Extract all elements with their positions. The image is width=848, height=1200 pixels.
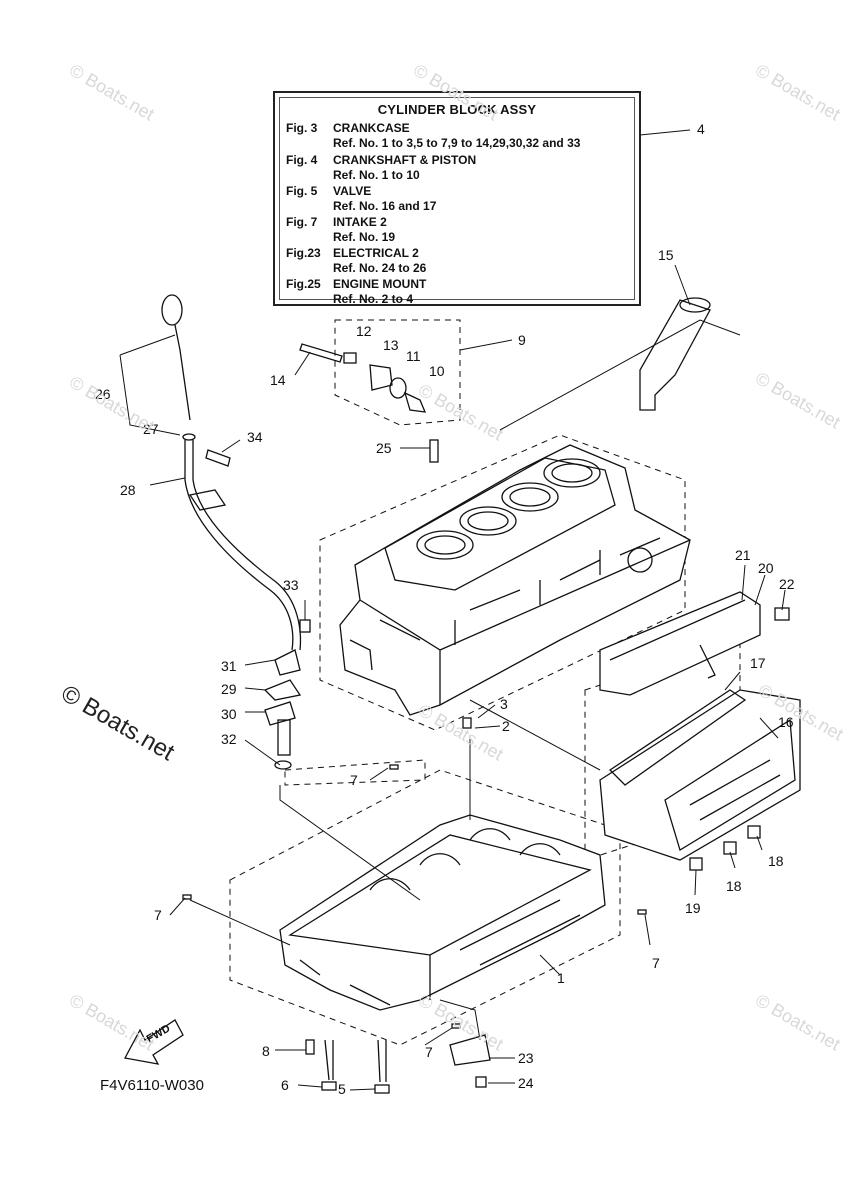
legend-title: CYLINDER BLOCK ASSY xyxy=(377,102,537,117)
callout-10[interactable]: 10 xyxy=(429,363,445,379)
callout-2[interactable]: 2 xyxy=(502,718,510,734)
legend-ref: Ref. No. 2 to 4 xyxy=(333,292,414,306)
legend-inner-border xyxy=(279,97,635,300)
callout-34[interactable]: 34 xyxy=(247,429,263,445)
dipstick-assembly xyxy=(161,294,302,651)
crankcase-lower xyxy=(279,814,606,1011)
callout-24[interactable]: 24 xyxy=(518,1075,534,1091)
callout-26[interactable]: 26 xyxy=(95,386,111,402)
callout-7[interactable]: 7 xyxy=(350,772,358,788)
legend-ref: Ref. No. 1 to 10 xyxy=(333,168,420,182)
callout-21[interactable]: 21 xyxy=(735,547,751,563)
callout-7[interactable]: 7 xyxy=(652,955,660,971)
callout-22[interactable]: 22 xyxy=(779,576,795,592)
legend-fig: Fig. 5 xyxy=(286,184,318,198)
fwd-arrow-icon xyxy=(124,1019,184,1065)
callout-18[interactable]: 18 xyxy=(726,878,742,894)
legend-ref: Ref. No. 24 to 26 xyxy=(333,261,427,275)
callout-29[interactable]: 29 xyxy=(221,681,237,697)
legend-entry-name: CRANKCASE xyxy=(333,121,410,135)
legend-fig: Fig. 3 xyxy=(286,121,318,135)
diagram-code: F4V6110-W030 xyxy=(100,1077,204,1094)
callout-12[interactable]: 12 xyxy=(356,323,372,339)
legend-ref: Ref. No. 1 to 3,5 to 7,9 to 14,29,30,32 … xyxy=(333,136,581,150)
callout-33[interactable]: 33 xyxy=(283,577,299,593)
callout-8[interactable]: 8 xyxy=(262,1043,270,1059)
callout-7[interactable]: 7 xyxy=(425,1044,433,1060)
legend-fig: Fig.23 xyxy=(286,246,321,260)
callout-9[interactable]: 9 xyxy=(518,332,526,348)
callout-30[interactable]: 30 xyxy=(221,706,237,722)
small-parts xyxy=(182,343,790,1094)
legend-entry-name: ENGINE MOUNT xyxy=(333,277,427,291)
callout-4[interactable]: 4 xyxy=(697,121,705,137)
callout-6[interactable]: 6 xyxy=(281,1077,289,1093)
callout-27[interactable]: 27 xyxy=(143,421,159,437)
hose xyxy=(639,297,711,411)
legend-entry-name: CRANKSHAFT & PISTON xyxy=(333,153,477,167)
callout-20[interactable]: 20 xyxy=(758,560,774,576)
legend-fig: Fig. 7 xyxy=(286,215,318,229)
callout-17[interactable]: 17 xyxy=(750,655,766,671)
callout-14[interactable]: 14 xyxy=(270,372,286,388)
callout-16[interactable]: 16 xyxy=(778,714,794,730)
callout-5[interactable]: 5 xyxy=(338,1081,346,1097)
leader-lines xyxy=(119,129,786,1091)
legend-entry-name: VALVE xyxy=(333,184,372,198)
callout-1[interactable]: 1 xyxy=(557,970,565,986)
legend-ref: Ref. No. 16 and 17 xyxy=(333,199,437,213)
legend-entry-name: ELECTRICAL 2 xyxy=(333,246,419,260)
side-cover xyxy=(599,689,801,861)
callout-32[interactable]: 32 xyxy=(221,731,237,747)
callout-25[interactable]: 25 xyxy=(376,440,392,456)
callout-13[interactable]: 13 xyxy=(383,337,399,353)
cylinder-block xyxy=(339,444,691,716)
legend-ref: Ref. No. 19 xyxy=(333,230,396,244)
callout-7[interactable]: 7 xyxy=(154,907,162,923)
callout-11[interactable]: 11 xyxy=(406,348,421,364)
callout-23[interactable]: 23 xyxy=(518,1050,534,1066)
callout-19[interactable]: 19 xyxy=(685,900,701,916)
callout-15[interactable]: 15 xyxy=(658,247,674,263)
callout-28[interactable]: 28 xyxy=(120,482,136,498)
callout-18[interactable]: 18 xyxy=(768,853,784,869)
legend-entry-name: INTAKE 2 xyxy=(333,215,387,229)
callout-3[interactable]: 3 xyxy=(500,696,508,712)
legend-fig: Fig.25 xyxy=(286,277,321,291)
callout-31[interactable]: 31 xyxy=(221,658,237,674)
legend-fig: Fig. 4 xyxy=(286,153,318,167)
manifold-plate xyxy=(599,591,761,696)
